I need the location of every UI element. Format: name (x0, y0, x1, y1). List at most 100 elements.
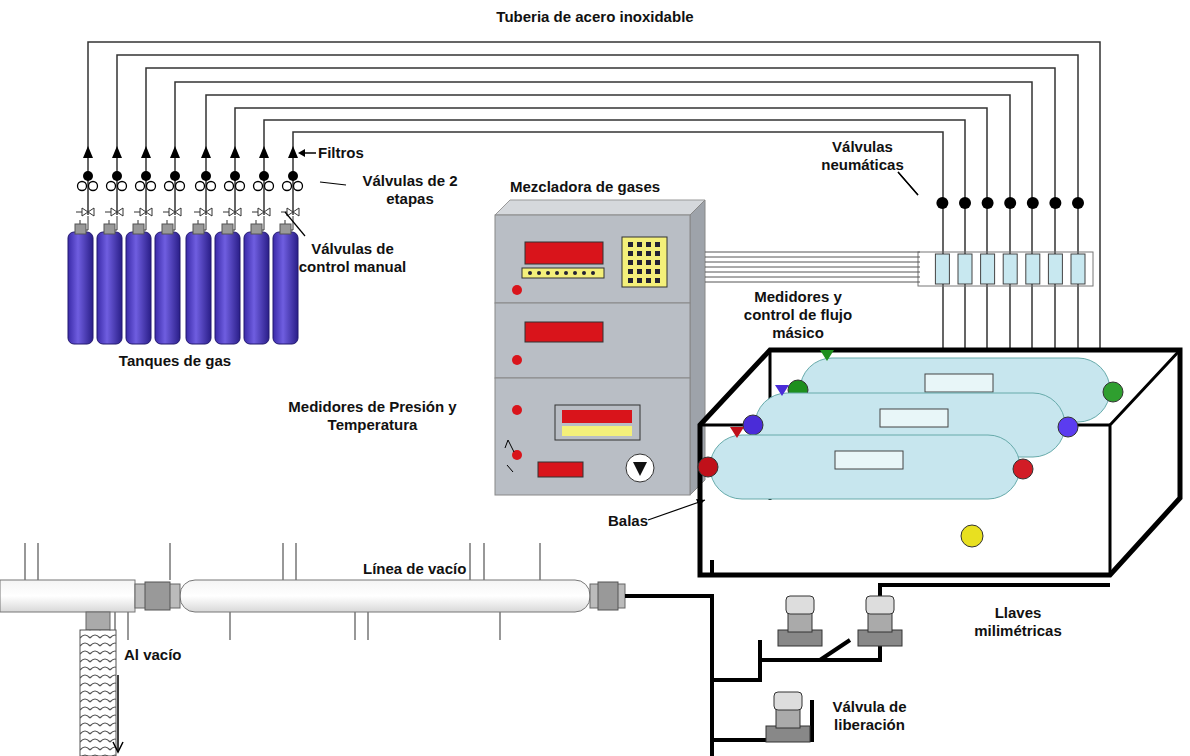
led (555, 271, 559, 275)
flow-arrow (83, 146, 93, 158)
two-stage-valve (294, 182, 303, 191)
key (655, 251, 660, 256)
key (646, 269, 651, 274)
filter (259, 171, 269, 181)
tank-valve (133, 224, 144, 234)
key (637, 278, 642, 283)
manual-valve (82, 208, 94, 216)
filter (201, 171, 211, 181)
two-stage-valve (118, 182, 127, 191)
manual-valve (169, 208, 181, 216)
led (573, 271, 577, 275)
bullet-valve (1103, 382, 1123, 402)
part-label: Medidores y control de flujo másico (728, 288, 868, 342)
two-stage-valve (236, 182, 245, 191)
gas-bullets (698, 350, 1123, 547)
valve-stem (788, 612, 812, 632)
two-stage-valve (196, 182, 205, 191)
part-label: Mezcladora de gases (510, 178, 710, 196)
key (628, 242, 633, 247)
pneumatic-valve (1004, 197, 1016, 209)
manual-valve (258, 208, 270, 216)
bullet-inlet (820, 350, 834, 361)
key (628, 269, 633, 274)
two-stage-valve (147, 182, 156, 191)
two-stage-valve (176, 182, 185, 191)
key (646, 251, 651, 256)
flow-arrow (112, 146, 122, 158)
tank-valve (75, 224, 86, 234)
mass-flow-controller (1048, 254, 1062, 284)
part-label: Válvulas de 2 etapas (345, 172, 475, 208)
filter (112, 171, 122, 181)
led (591, 271, 595, 275)
gas-tank (97, 232, 122, 344)
manual-valve (287, 208, 299, 216)
key (628, 251, 633, 256)
filter (170, 171, 180, 181)
tank-valve (280, 224, 291, 234)
gas-tanks (68, 224, 298, 344)
key (637, 242, 642, 247)
led (582, 271, 586, 275)
bullet-tag (835, 451, 903, 469)
part-label: Filtros (318, 144, 398, 162)
pneumatic-valve (1027, 197, 1039, 209)
signal-line (705, 262, 920, 263)
key (646, 260, 651, 265)
part-label: Válvulas de control manual (295, 240, 410, 276)
part-label: Tanques de gas (95, 352, 255, 370)
mass-flow-controller (1026, 254, 1040, 284)
gas-tank (68, 232, 93, 344)
two-stage-valve (165, 182, 174, 191)
gas-tank (126, 232, 151, 344)
filter (288, 171, 298, 181)
key (655, 242, 660, 247)
flow-arrow (201, 146, 211, 158)
key (628, 260, 633, 265)
flow-arrow (230, 146, 240, 158)
two-stage-valve (207, 182, 216, 191)
key (646, 242, 651, 247)
controller-bank (918, 252, 1093, 286)
manual-valve (200, 208, 212, 216)
valve-knob (786, 596, 814, 614)
two-stage-valve (78, 182, 87, 191)
key (655, 260, 660, 265)
pipe-title: Tuberia de acero inoxidable (395, 8, 795, 26)
part-label: Balas (608, 512, 688, 530)
pneumatic-valve (936, 197, 948, 209)
signal-lines (705, 252, 920, 282)
part-label: Al vacío (124, 646, 224, 664)
part-label: Medidores de Presión y Temperatura (250, 398, 495, 434)
gas-line (625, 560, 1110, 756)
led (537, 271, 541, 275)
led (546, 271, 550, 275)
signal-line (705, 282, 920, 283)
two-stage-valve (89, 182, 98, 191)
valve-stem (776, 708, 800, 728)
bullet-valve (698, 457, 718, 477)
flow-arrow (259, 146, 269, 158)
bullet-rack (700, 350, 1180, 575)
filter (230, 171, 240, 181)
pneumatic-valve (1049, 197, 1061, 209)
bullet-valve (1013, 459, 1033, 479)
two-stage-valve (254, 182, 263, 191)
two-stage-valve (265, 182, 274, 191)
gas-tank (186, 232, 211, 344)
arrow-head (298, 149, 305, 157)
key (628, 278, 633, 283)
part-label: Línea de vacío (360, 560, 469, 578)
flow-arrow (288, 146, 298, 158)
tank-valve (104, 224, 115, 234)
key (655, 278, 660, 283)
pneumatic-valve (1072, 197, 1084, 209)
leader-line (898, 172, 918, 195)
signal-line (705, 267, 920, 268)
part-label: Válvulas neumáticas (800, 138, 925, 174)
led (564, 271, 568, 275)
manual-valve (111, 208, 123, 216)
pneumatic-valve (982, 197, 994, 209)
mass-flow-controller (1071, 254, 1085, 284)
